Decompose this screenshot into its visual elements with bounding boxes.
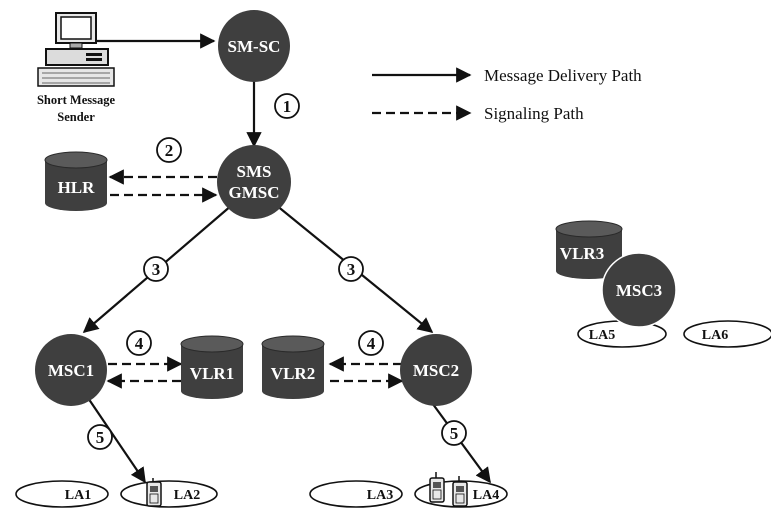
la3-area xyxy=(309,480,403,508)
sender-label-line1: Short Message xyxy=(37,93,116,107)
msc2-label: MSC2 xyxy=(413,361,459,380)
la4-label: LA4 xyxy=(473,488,499,503)
svg-text:2: 2 xyxy=(165,141,174,160)
la3-label: LA3 xyxy=(367,488,393,503)
legend-delivery-label: Message Delivery Path xyxy=(484,66,642,85)
mobile-phone-icon xyxy=(146,478,162,507)
step-badge: 3 xyxy=(338,256,364,282)
mobile-phone-icon xyxy=(429,472,445,503)
step-badge: 4 xyxy=(358,330,384,356)
hlr-label: HLR xyxy=(58,178,96,197)
msc2-node: MSC2 xyxy=(400,334,472,406)
svg-text:5: 5 xyxy=(96,428,105,447)
hlr-database: HLR xyxy=(44,151,108,211)
sms-gmsc-node: SMS GMSC xyxy=(217,145,291,219)
svg-text:4: 4 xyxy=(135,334,144,353)
vlr3-label: VLR3 xyxy=(560,244,604,263)
svg-text:1: 1 xyxy=(283,97,292,116)
step-badge: 2 xyxy=(156,137,182,163)
step-badge: 5 xyxy=(87,424,113,450)
sm-sc-label: SM-SC xyxy=(228,37,281,56)
msc1-node: MSC1 xyxy=(35,334,107,406)
vlr1-database: VLR1 xyxy=(180,335,244,399)
msc3-node: MSC3 xyxy=(601,252,677,328)
la5-label: LA5 xyxy=(589,328,615,343)
step-badge: 4 xyxy=(126,330,152,356)
step-badge: 5 xyxy=(441,420,467,446)
la6-label: LA6 xyxy=(702,328,728,343)
la6-area xyxy=(683,320,771,348)
svg-text:4: 4 xyxy=(367,334,376,353)
vlr3-database: VLR3 xyxy=(555,220,623,279)
legend-signaling-label: Signaling Path xyxy=(484,104,584,123)
la1-label: LA1 xyxy=(65,488,91,503)
svg-text:5: 5 xyxy=(450,424,459,443)
la4-area xyxy=(414,480,508,508)
svg-text:3: 3 xyxy=(347,260,356,279)
mobile-phone-icon xyxy=(452,476,468,507)
la1-area xyxy=(15,480,109,508)
sm-sc-node: SM-SC xyxy=(218,10,290,82)
msc3-label: MSC3 xyxy=(616,281,662,300)
vlr1-label: VLR1 xyxy=(190,364,234,383)
step-badge: 1 xyxy=(274,93,300,119)
svg-text:3: 3 xyxy=(152,260,161,279)
computer-icon xyxy=(37,12,115,87)
vlr2-database: VLR2 xyxy=(261,335,325,399)
la2-label: LA2 xyxy=(174,488,200,503)
msc1-label: MSC1 xyxy=(48,361,94,380)
step-badge: 3 xyxy=(143,256,169,282)
sender-label-line2: Sender xyxy=(57,110,95,124)
delivery-arrow-msc1-la2 xyxy=(83,391,146,484)
sms-gmsc-label-line2: GMSC xyxy=(229,183,280,202)
la2-area xyxy=(120,480,218,508)
vlr2-label: VLR2 xyxy=(271,364,315,383)
sms-gmsc-label-line1: SMS xyxy=(237,162,272,181)
